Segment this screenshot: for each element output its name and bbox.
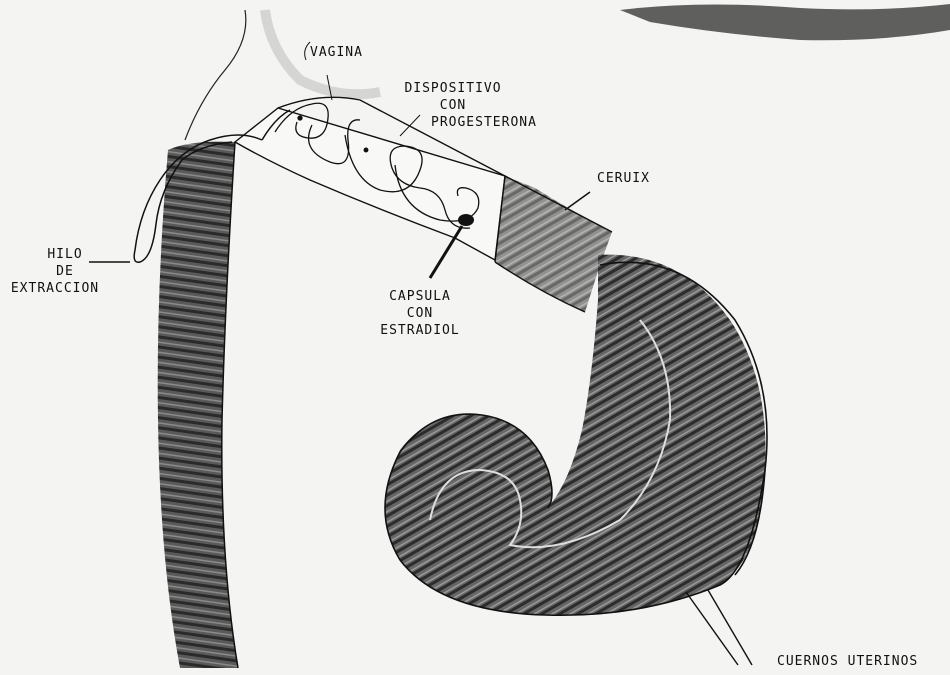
label-vagina: VAGINA <box>310 44 363 61</box>
label-cuernos: CUERNOS UTERINOS <box>777 653 918 670</box>
left-band <box>158 142 238 668</box>
label-dispositivo-line-1: DISPOSITIVO <box>383 80 523 97</box>
label-capsula-line-2: CON <box>365 305 475 322</box>
cervix <box>495 176 612 312</box>
label-dispositivo: DISPOSITIVO CON PROGESTERONA <box>383 80 523 131</box>
label-hilo-line-3: EXTRACCION <box>0 280 110 297</box>
label-hilo: HILO DE EXTRACCION <box>0 246 110 297</box>
label-capsula-line-1: CAPSULA <box>365 288 475 305</box>
label-capsula-line-3: ESTRADIOL <box>365 322 475 339</box>
label-hilo-line-1: HILO <box>0 246 110 263</box>
label-dispositivo-line-2: CON <box>383 97 523 114</box>
estradiol-capsule <box>458 214 474 226</box>
label-dispositivo-line-3: PROGESTERONA <box>383 114 523 131</box>
label-capsula: CAPSULA CON ESTRADIOL <box>365 288 475 339</box>
top-shadow <box>620 4 950 40</box>
label-ceruix: CERUIX <box>597 170 650 187</box>
label-hilo-line-2: DE <box>0 263 110 280</box>
